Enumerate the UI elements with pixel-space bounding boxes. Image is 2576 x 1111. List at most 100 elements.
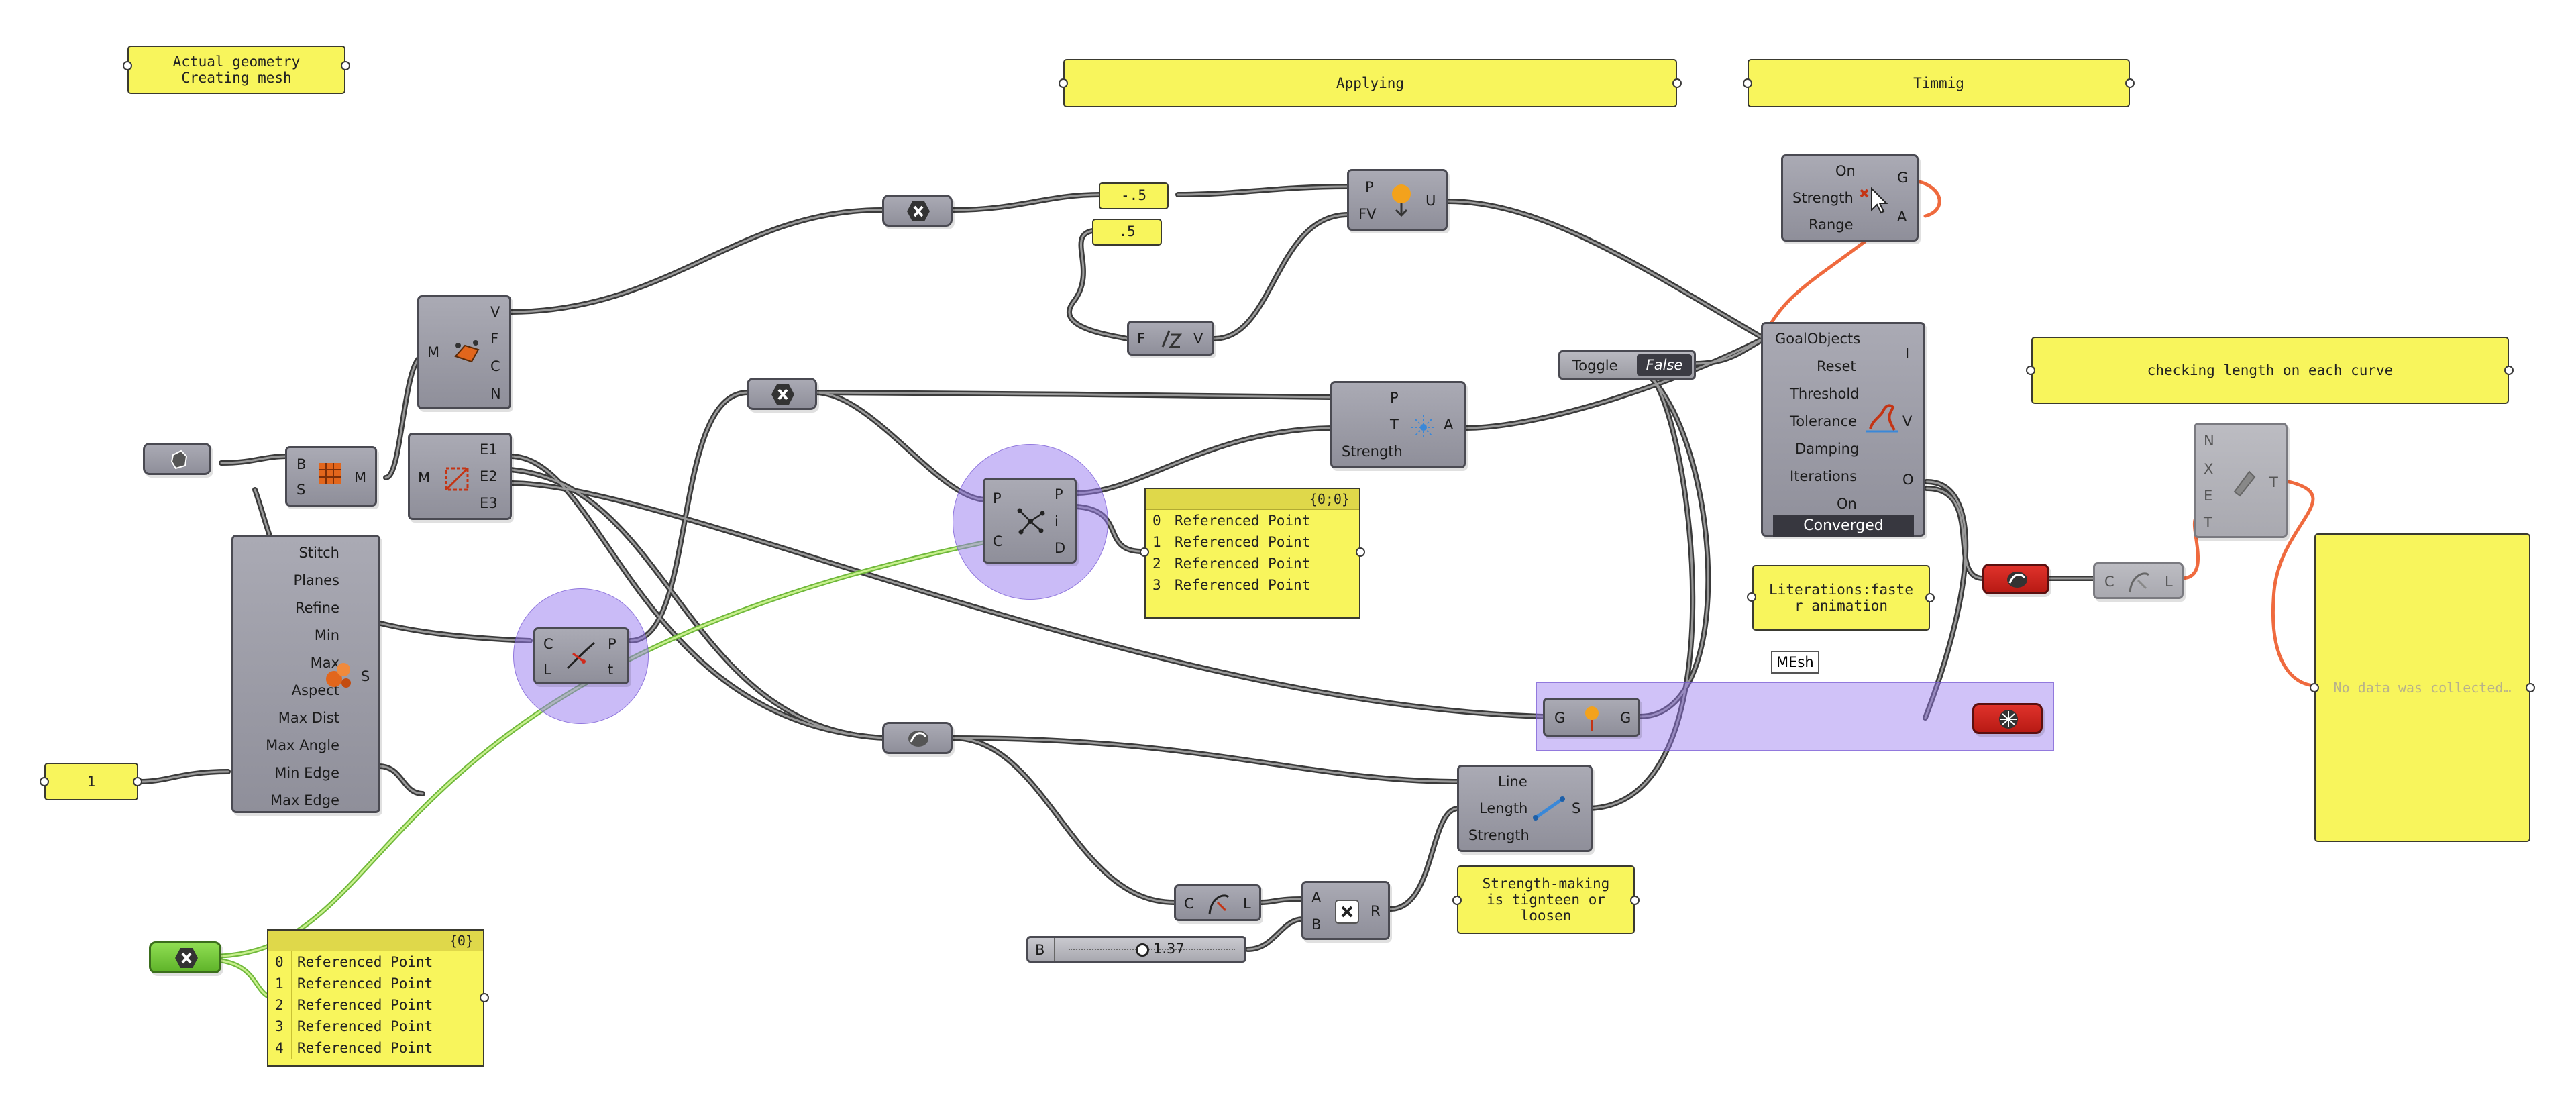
slider-track[interactable] — [1069, 949, 1235, 950]
unit-z-icon — [1161, 330, 1183, 348]
output-grip[interactable] — [480, 993, 489, 1002]
output-grip[interactable] — [2125, 78, 2135, 88]
wire — [1445, 199, 1767, 341]
output-grip[interactable] — [2026, 366, 2035, 375]
panel-actual-geometry[interactable]: Actual geometry Creating mesh — [127, 46, 345, 94]
curve-length-component[interactable]: C L — [1174, 884, 1261, 921]
curve-param-icon — [2007, 572, 2027, 588]
output-grip[interactable] — [133, 777, 142, 786]
closest-points-icon — [1017, 508, 1045, 535]
mesh-edges-icon — [445, 467, 469, 491]
output-grip[interactable] — [1925, 593, 1935, 602]
wire — [507, 207, 888, 315]
mesh-settings-component[interactable]: Stitch Planes Refine Min Max Aspect Max … — [231, 535, 380, 813]
wire — [1073, 425, 1334, 496]
wire — [1067, 227, 1130, 341]
number-neg-half[interactable]: -.5 — [1099, 182, 1169, 209]
output-grip[interactable] — [341, 61, 350, 70]
panel-strength-note[interactable]: Strength-making is tignteen or loosen — [1457, 865, 1635, 934]
output-grip[interactable] — [1630, 896, 1640, 905]
output-grip[interactable] — [1059, 78, 1068, 88]
length-checker-component[interactable]: C L — [2093, 562, 2184, 599]
multiply-hex-icon — [907, 201, 930, 221]
unary-force-component[interactable]: P FV U — [1347, 169, 1448, 231]
wire — [812, 390, 989, 502]
multiply-hex-icon — [175, 948, 198, 968]
output-grip[interactable] — [1356, 547, 1365, 557]
wire — [1245, 916, 1305, 952]
panel-applying[interactable]: Applying — [1063, 59, 1677, 107]
wire-selected — [2271, 480, 2316, 688]
number-one[interactable]: 1 — [44, 763, 138, 800]
length-goal-icon — [1533, 796, 1565, 821]
mesh-brep-icon — [319, 463, 341, 484]
brep-icon — [170, 449, 188, 470]
wire-selected — [1762, 240, 1867, 337]
wire — [1212, 212, 1351, 341]
output-grip[interactable] — [123, 61, 132, 70]
mesh-settings-icon — [326, 663, 351, 688]
kangaroo-solver-component[interactable]: GoalObjects Reset Threshold Tolerance Da… — [1761, 322, 1925, 537]
deconstruct-mesh-component[interactable]: M V F C N — [417, 295, 511, 409]
mesh-param-icon — [1999, 710, 2018, 729]
length-goal-component[interactable]: Line Length Strength S — [1457, 765, 1593, 852]
output-grip[interactable] — [1452, 896, 1462, 905]
curve-param-icon — [908, 731, 928, 747]
curve-output-red-component[interactable] — [1982, 564, 2049, 594]
panel-iterations-note[interactable]: Literations:faste r animation — [1752, 565, 1930, 631]
output-grip[interactable] — [2310, 683, 2319, 692]
number-half[interactable]: .5 — [1092, 219, 1162, 246]
point-param-component[interactable] — [149, 941, 221, 973]
multiply-icon — [1335, 900, 1359, 924]
panel-timmig[interactable]: Timmig — [1748, 59, 2130, 107]
output-grip[interactable] — [1747, 592, 1756, 602]
output-grip[interactable] — [2504, 366, 2514, 375]
negate-component-mid[interactable] — [747, 378, 817, 410]
cursor-icon — [1860, 187, 1888, 214]
curve-param-component[interactable] — [882, 722, 953, 754]
output-grip[interactable] — [1140, 547, 1149, 557]
wire — [950, 735, 1461, 784]
output-grip[interactable] — [40, 777, 49, 786]
mesh-edges-component[interactable]: M E1 E2 E3 — [408, 433, 512, 520]
mesh-brep-component[interactable]: B S M — [285, 446, 377, 507]
negate-component-top[interactable] — [882, 195, 953, 227]
unit-z-component[interactable]: F V — [1127, 321, 1214, 356]
output-grip[interactable] — [2526, 683, 2535, 692]
brep-param-component[interactable] — [143, 443, 211, 475]
output-grip[interactable] — [1672, 78, 1682, 88]
show-goal-component[interactable]: G G — [1543, 698, 1640, 737]
curve-closest-icon — [566, 641, 595, 670]
curve-length-icon — [1208, 894, 1230, 915]
reset-toggle[interactable]: Toggle False — [1558, 350, 1696, 380]
slider-handle[interactable] — [1136, 943, 1149, 957]
toggle-value[interactable]: False — [1637, 354, 1692, 376]
anchor-goal-component[interactable]: P T Strength A — [1330, 381, 1466, 468]
wire-selected — [1915, 179, 1941, 218]
tree-statistics-component[interactable]: N X E T T — [2194, 423, 2288, 538]
output-grip[interactable] — [1743, 78, 1752, 88]
closest-points-component[interactable]: P C P i D — [983, 478, 1077, 564]
kangaroo-icon — [1866, 404, 1898, 433]
curve-closest-point-component[interactable]: C L P t — [533, 627, 629, 684]
anchor-icon — [1411, 415, 1436, 439]
wire — [950, 735, 1177, 905]
panel-no-data[interactable]: No data was collected… — [2314, 533, 2530, 842]
panel-checking-length[interactable]: checking length on each curve — [2031, 337, 2509, 404]
strength-slider[interactable]: B 1.37 — [1026, 936, 1246, 963]
mesh-output-red-component[interactable] — [1972, 703, 2043, 734]
grab-component[interactable]: On Strength Range G A — [1781, 154, 1919, 242]
unary-force-icon — [1392, 184, 1411, 217]
deconstruct-mesh-icon — [454, 340, 480, 363]
multiply-component[interactable]: A B R — [1301, 881, 1390, 940]
